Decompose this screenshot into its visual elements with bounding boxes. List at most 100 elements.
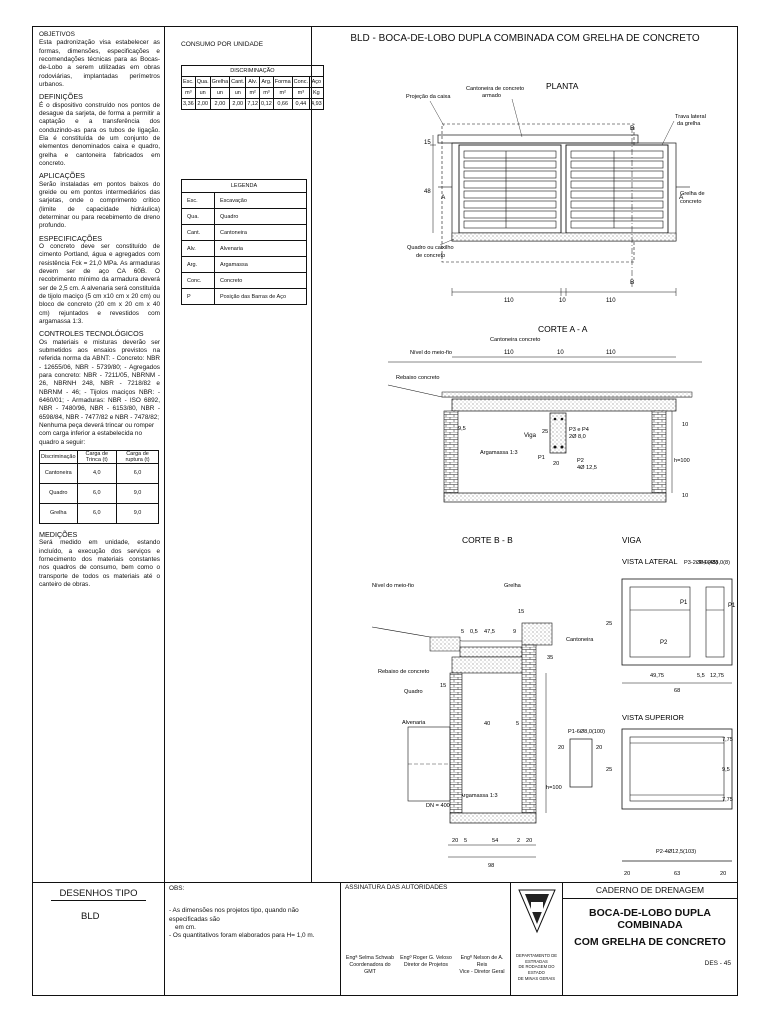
callout-label: Cantoneira de concreto: [466, 86, 524, 92]
callout-label: Trava lateral: [675, 114, 706, 120]
dimension-label: 10: [682, 493, 688, 499]
table-cell: 0,44: [291, 98, 311, 110]
table-cell: Quadro: [39, 482, 78, 504]
table-row: Arg.Argamassa: [181, 256, 307, 273]
dimension-label: 20: [452, 838, 458, 844]
callout-label: Argamassa 1:3: [480, 450, 518, 456]
callout-label: Alvenaria: [402, 720, 426, 726]
rebar-label: P1: [728, 603, 736, 609]
rebar-label: 4Ø 12,5: [577, 465, 597, 471]
dimension-label: 68: [674, 688, 680, 694]
logo-caption-line: DE MINAS GERAIS: [517, 975, 556, 981]
sheet-title-line: COM GRELHA DE CONCRETO: [574, 936, 726, 948]
main-title: BLD - BOCA-DE-LOBO DUPLA COMBINADA COM G…: [350, 33, 700, 44]
beam-title: VIGA: [622, 536, 642, 545]
table-cell: Esc.: [181, 192, 215, 209]
legend-table: LEGENDA Esc.Escavação Qua.Quadro Cant.Ca…: [181, 179, 307, 305]
dimension-label: 25: [606, 621, 612, 627]
table-cell: Grelha: [39, 502, 78, 524]
caderno-label: CADERNO DE DRENAGEM: [595, 885, 705, 895]
rebar-label: P3 e P4: [569, 427, 589, 433]
dimension-label: 20: [624, 871, 630, 877]
table-cell: Quadro: [214, 208, 307, 225]
table-cell: Cant.: [229, 76, 247, 88]
footer-notes-box: OBS: - As dimensões nos projetos tipo, q…: [165, 882, 341, 995]
table-cell: 2,00: [209, 98, 231, 110]
load-table-header: Carga de Trinca (t): [76, 449, 118, 464]
rebar-label: P4-2Ø8,0(8): [699, 560, 730, 566]
dimension-label: 9,5: [458, 426, 466, 432]
dimension-label: 20: [526, 838, 532, 844]
dimension-label: h=100: [674, 458, 690, 464]
table-cell: Alv.: [181, 240, 215, 257]
table-cell: un: [194, 87, 211, 99]
dimension-label: 9: [513, 629, 516, 635]
signature-role: Diretor de Projetos: [403, 961, 449, 968]
table-cell: 9,0: [116, 502, 159, 524]
callout-label: de concreto: [416, 253, 445, 259]
table-cell: 9,0: [116, 482, 159, 504]
rebar-label: 2Ø 8,0: [569, 434, 586, 440]
signature-name: Engº Roger G. Veloso: [400, 955, 452, 961]
table-row: Alv.Alvenaria: [181, 240, 307, 257]
callout-label: Grelha: [504, 583, 522, 589]
table-row: Qua.Quadro: [181, 208, 307, 225]
aplicacoes-title: APLICAÇÕES: [39, 171, 85, 181]
beam: [549, 412, 567, 454]
table-cell: 7,12: [245, 98, 261, 110]
footer-code-box: DESENHOS TIPO BLD: [33, 882, 165, 995]
callout-label: Cantoneira: [566, 637, 594, 643]
aplicacoes-text: Serão instaladas em pontos baixos do gre…: [39, 180, 160, 230]
section-marker: A: [679, 194, 684, 201]
slab: [451, 398, 677, 412]
column-divider: [311, 27, 312, 882]
dimension-label: 5,5: [697, 673, 705, 679]
rebar-label: P1: [538, 455, 545, 461]
section-marker: B: [630, 279, 634, 286]
table-cell: Conc.: [181, 272, 215, 289]
consumo-title: CONSUMO POR UNIDADE: [181, 41, 264, 48]
table-cell: un: [229, 87, 247, 99]
dimension-label: 20: [558, 745, 564, 751]
pipe-label: DN = 400: [426, 803, 450, 809]
table-cell: Arg.: [259, 76, 274, 88]
desenhos-tipo-label: DESENHOS TIPO: [59, 888, 138, 899]
dimension-label: 2: [517, 838, 520, 844]
rebar-label: P1: [680, 600, 688, 606]
controles-title: CONTROLES TECNOLÓGICOS: [39, 329, 144, 339]
signature-role: Vice - Diretor Geral: [459, 968, 505, 975]
definicoes-title: DEFINIÇÕES: [39, 92, 83, 102]
callout-label: Quadro ou caixilho: [407, 245, 454, 251]
dimension-label: 20: [553, 461, 559, 467]
load-table-header: Carga de ruptura (t): [116, 449, 159, 464]
table-row: Esc.Escavação: [181, 192, 307, 209]
plan-title: PLANTA: [546, 81, 579, 91]
table-cell: 4,93: [309, 98, 324, 110]
table-cell: m²: [272, 87, 293, 99]
table-cell: Argamassa: [214, 256, 307, 273]
dimension-label: 15: [440, 683, 446, 689]
drawing-code: BLD: [81, 911, 100, 922]
controles-text-2: Nenhuma peça deverá trincar ou romper co…: [39, 421, 155, 446]
callout-label: concreto: [680, 199, 701, 205]
lateral-view-title: VISTA LATERAL: [622, 557, 678, 566]
rebar-label: P2-4Ø12,5(103): [656, 849, 696, 855]
signature-block: Engº Nelson de A. Reis Vice - Diretor Ge…: [455, 955, 509, 976]
dimension-label: 0,5: [470, 629, 478, 635]
dimension-label: 110: [606, 298, 616, 304]
obs-title: OBS:: [169, 885, 185, 892]
medicoes-text: Será medido em unidade, estando incluído…: [39, 539, 160, 588]
table-cell: m³: [291, 87, 311, 99]
table-cell: 2,00: [229, 98, 247, 110]
dimension-label: 25: [606, 767, 612, 773]
callout-label: Rebaixo concreto: [396, 375, 440, 381]
table-cell: Cantoneira: [39, 462, 78, 484]
obs-line: - As dimensões nos projetos tipo, quando…: [169, 907, 299, 923]
load-table-header: Discriminação: [39, 449, 78, 464]
dimension-label: h=100: [546, 785, 562, 791]
signature-name: Engª Selma Schwab: [345, 955, 395, 961]
